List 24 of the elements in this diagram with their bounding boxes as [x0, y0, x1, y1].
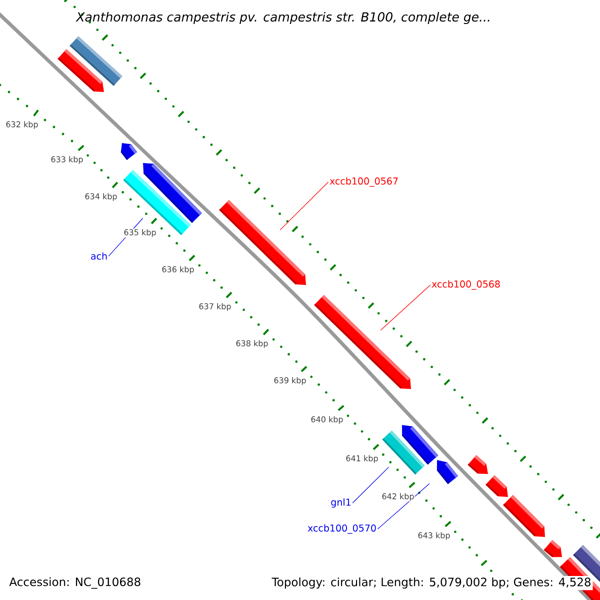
scale-label: 636 kbp [161, 266, 195, 274]
leader-line [280, 182, 329, 230]
scale-label: 638 kbp [235, 340, 269, 348]
scale-label: 635 kbp [123, 228, 157, 238]
scale-label: 632 kbp [5, 120, 39, 130]
gene-label: xccb100_0568 [432, 280, 500, 290]
gene-label: gnl1 [331, 498, 350, 508]
leader-line [377, 483, 430, 530]
gene-feature [314, 294, 411, 389]
title: Xanthomonas campestris pv. campestris str. B100, complete ge... [76, 12, 490, 24]
genome-info-text: Topology: circular; Length: 5,079,002 bp; Genes: 4,528 [270, 576, 593, 590]
gene-feature [436, 460, 458, 484]
scale-label: 642 kbp [381, 492, 415, 502]
accession-text: Accession: NC_010688 [8, 576, 142, 590]
leader-line [380, 284, 431, 331]
scale-label: 633 kbp [50, 156, 84, 164]
gene-label: xccb100_0567 [330, 177, 398, 187]
leader-line [352, 466, 390, 504]
gene-feature [382, 430, 425, 474]
gene-label: xccb100_0570 [308, 524, 376, 534]
gene-label: ach [91, 252, 107, 260]
scale-label: 640 kbp [310, 416, 344, 424]
scale-label: 643 kbp [417, 532, 451, 540]
gene-feature [219, 200, 306, 285]
